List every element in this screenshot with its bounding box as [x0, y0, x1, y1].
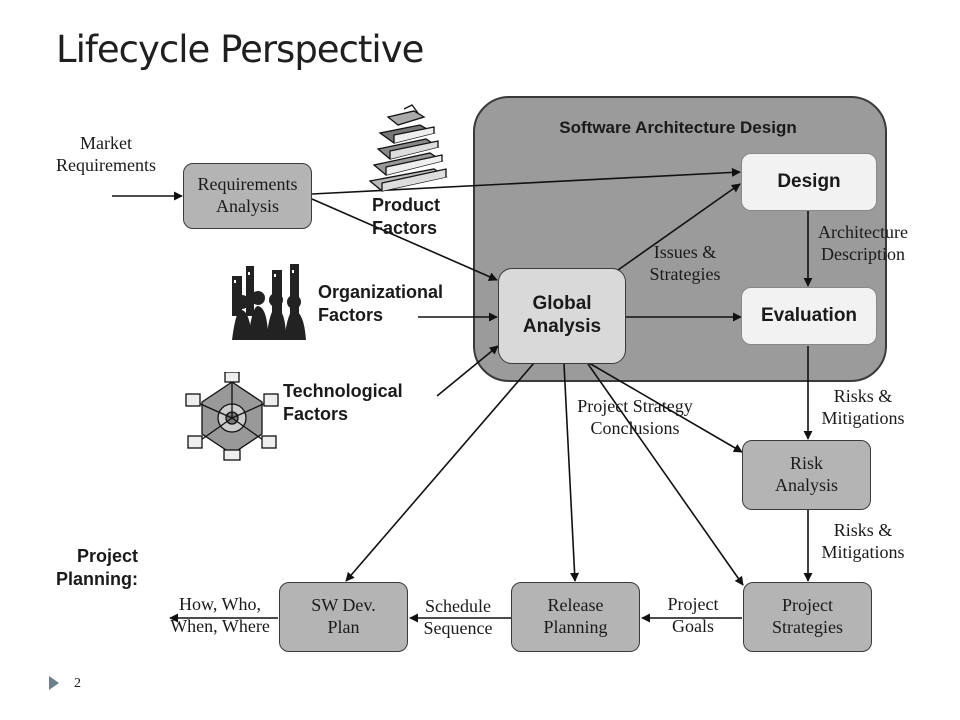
design-box: Design [741, 153, 877, 211]
sw-dev-plan-box: SW Dev. Plan [279, 582, 408, 652]
page-title: Lifecycle Perspective [56, 28, 424, 71]
arrow-ga-to-swdev [345, 362, 535, 582]
project-strategies-box: Project Strategies [743, 582, 872, 652]
arrow-req-to-ga [311, 198, 498, 281]
organizational-factors-label: Organizational Factors [318, 282, 444, 326]
network-icon [185, 372, 279, 461]
books-icon [368, 104, 448, 192]
requirements-analysis-box: Requirements Analysis [183, 163, 312, 229]
project-planning-label: Project Planning: [56, 546, 138, 590]
schedule-sequence-label: Schedule Sequence [423, 596, 493, 638]
architecture-description-label: Architecture Description [818, 222, 908, 264]
risks-mitigations-label-upper: Risks & Mitigations [821, 386, 905, 428]
risks-mitigations-label-lower: Risks & Mitigations [821, 520, 905, 562]
project-strategy-conclusions-label: Project Strategy Conclusions [577, 396, 693, 438]
product-factors-label: Product Factors [372, 195, 441, 239]
release-planning-box: Release Planning [511, 582, 640, 652]
slide-marker-icon [49, 676, 59, 690]
project-goals-label: Project Goals [667, 594, 719, 636]
issues-strategies-label: Issues & Strategies [649, 242, 721, 284]
arrow-ga-to-risk [588, 362, 743, 453]
people-icon [230, 264, 308, 340]
evaluation-box: Evaluation [741, 287, 877, 345]
page-number: 2 [74, 676, 81, 691]
how-who-label: How, Who, When, Where [170, 594, 270, 636]
arrow-ga-to-design [617, 183, 741, 271]
market-requirements-label: Market Requirements [56, 133, 156, 175]
global-analysis-box: Global Analysis [498, 268, 626, 364]
arrow-tech-to-ga [436, 345, 499, 397]
technological-factors-label: Technological Factors [283, 381, 403, 425]
sad-title: Software Architecture Design [559, 118, 797, 137]
arrow-ga-to-strategies [587, 363, 744, 586]
risk-analysis-box: Risk Analysis [742, 440, 871, 510]
arrow-ga-to-release [563, 363, 580, 582]
